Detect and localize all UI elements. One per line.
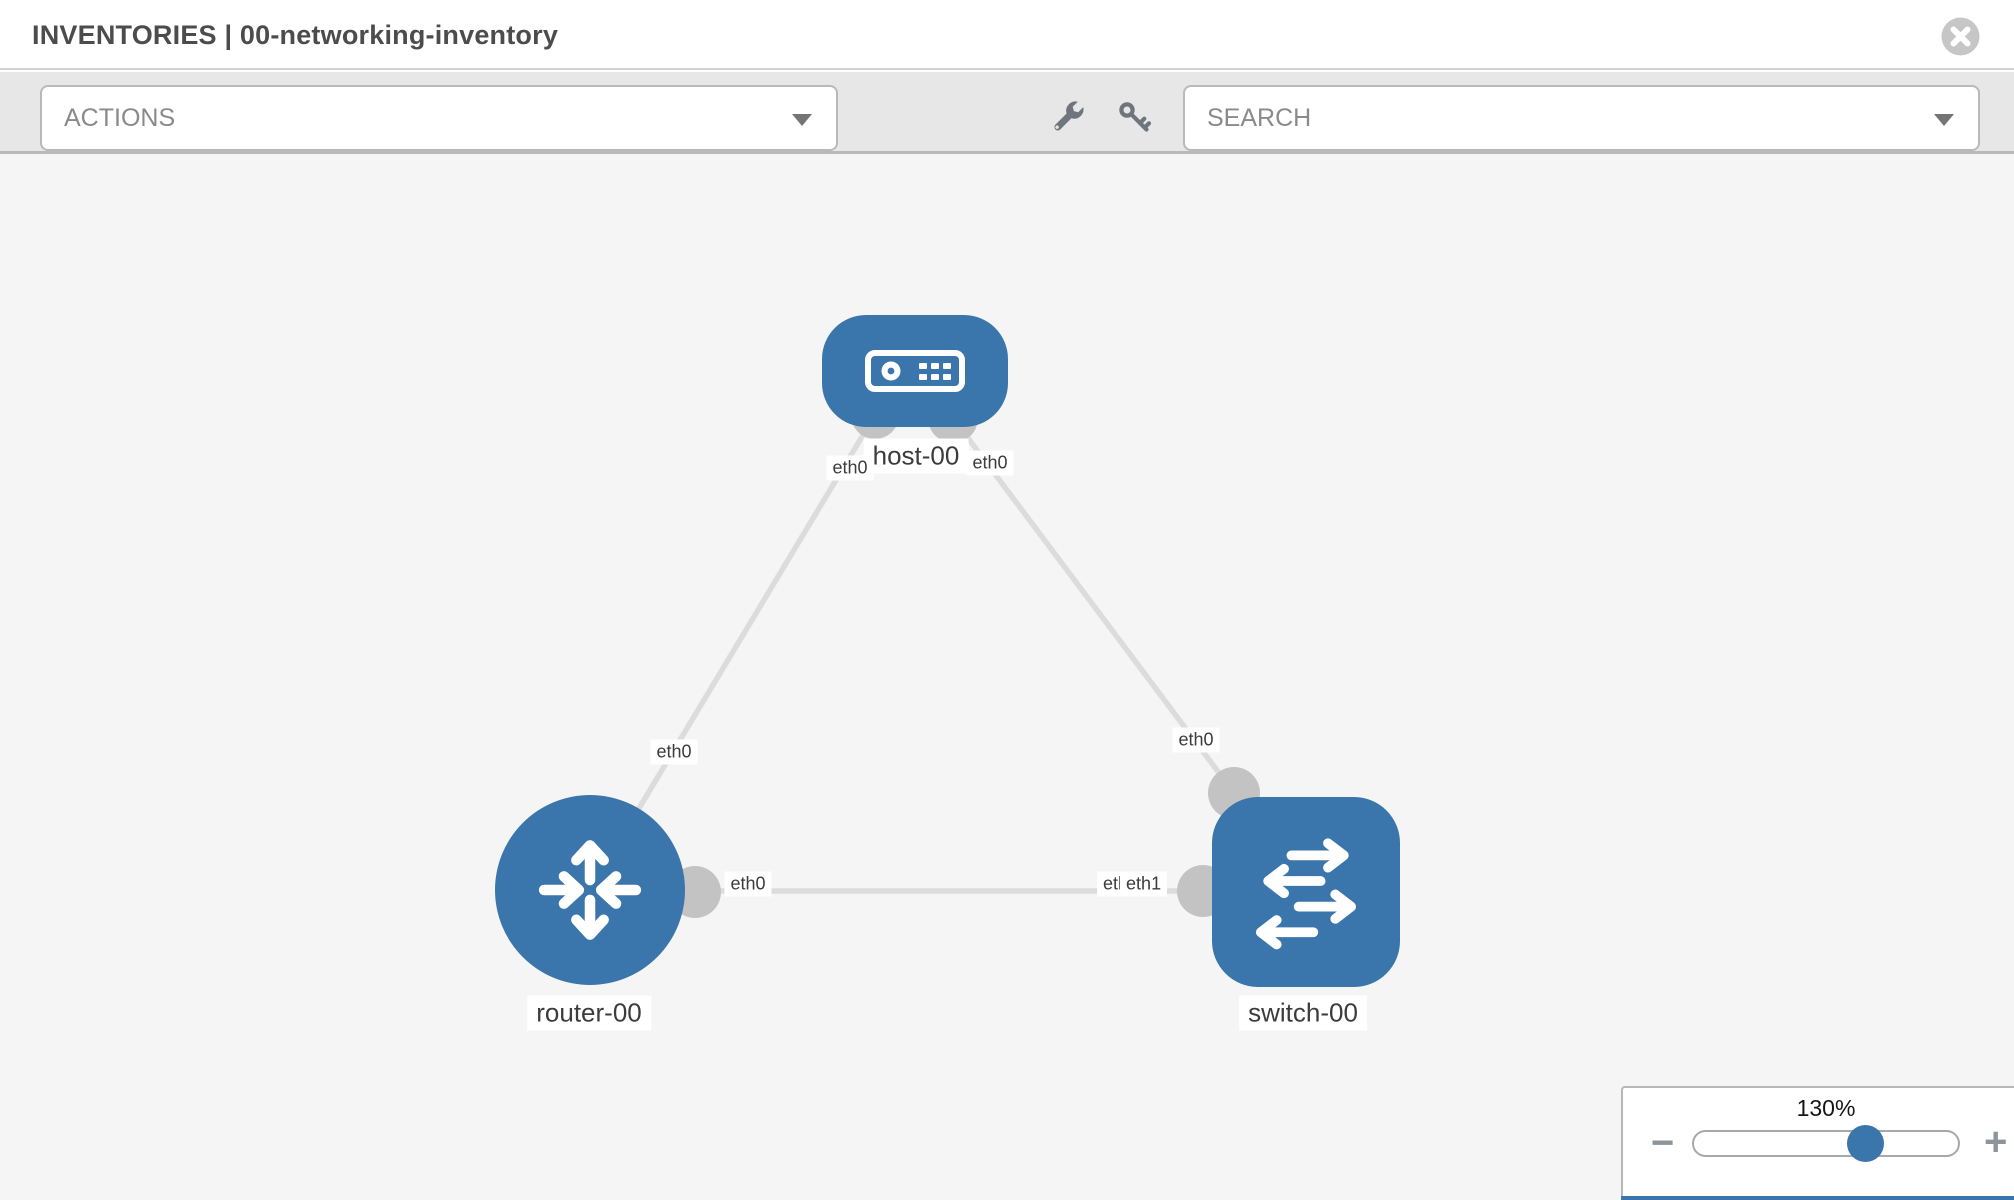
switch-icon [1255, 838, 1357, 950]
interface-label: eth0 [826, 455, 874, 481]
interface-label: eth0 [724, 871, 772, 897]
node-switch-00[interactable] [1212, 797, 1400, 987]
wrench-icon[interactable] [1050, 99, 1086, 135]
zoom-slider-thumb[interactable] [1847, 1125, 1884, 1162]
topology-canvas[interactable]: host-00 router-00 switch-00 eth0 eth0 et… [0, 154, 2014, 1200]
search-dropdown[interactable]: SEARCH [1183, 85, 1980, 151]
panel-bottom-accent [1621, 1196, 2014, 1200]
zoom-out-button[interactable]: − [1651, 1121, 1675, 1165]
chevron-down-icon [1934, 114, 1954, 126]
header: INVENTORIES | 00-networking-inventory [0, 0, 2014, 70]
zoom-in-button[interactable]: + [1984, 1120, 2008, 1164]
node-label-switch-00: switch-00 [1239, 995, 1367, 1031]
links-layer [587, 391, 1260, 918]
interface-label: eth1 [1120, 871, 1168, 897]
interface-label: eth0 [1172, 727, 1220, 753]
close-button[interactable] [1941, 17, 1980, 56]
close-icon [1941, 17, 1980, 56]
key-icon[interactable] [1116, 99, 1152, 135]
zoom-panel: 130% − + [1621, 1086, 2014, 1200]
chevron-down-icon [792, 114, 812, 126]
page-title: INVENTORIES | 00-networking-inventory [32, 20, 559, 50]
node-label-host-00: host-00 [863, 438, 969, 474]
interface-label: eth0 [650, 739, 698, 765]
node-host-00[interactable] [822, 315, 1008, 427]
zoom-slider[interactable] [1692, 1125, 1960, 1162]
node-router-00[interactable] [495, 795, 685, 985]
router-icon [538, 840, 642, 940]
actions-dropdown-label: ACTIONS [64, 104, 176, 132]
server-icon [865, 350, 965, 392]
toolbar: ACTIONS SEARCH [0, 72, 2014, 154]
interface-label: eth0 [966, 450, 1014, 476]
zoom-level-label: 130% [1796, 1095, 1856, 1121]
search-dropdown-label: SEARCH [1207, 104, 1312, 132]
actions-dropdown[interactable]: ACTIONS [40, 85, 838, 151]
node-label-router-00: router-00 [527, 995, 651, 1031]
